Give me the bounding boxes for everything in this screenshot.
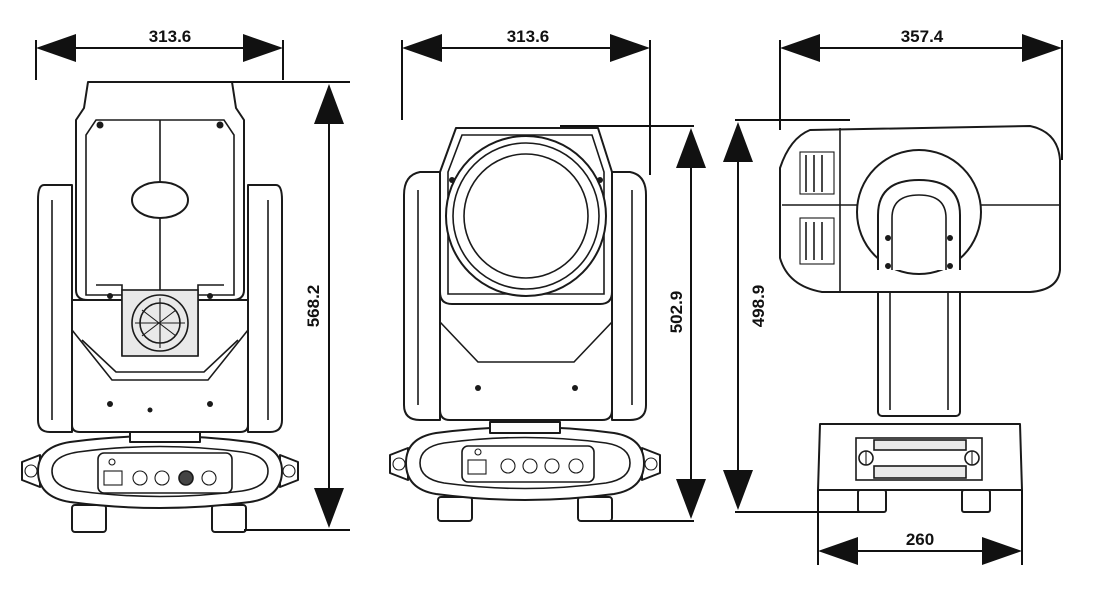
side-width-label: 357.4: [901, 27, 944, 46]
side-vent: [799, 151, 835, 265]
side-width-dimension: 357.4: [779, 27, 1063, 160]
back-height-dimension: 502.9: [560, 125, 706, 522]
front-width-dimension: 313.6: [35, 27, 284, 80]
side-height-dimension: 498.9: [723, 119, 860, 513]
back-base: [389, 426, 661, 522]
back-view: [389, 127, 661, 522]
back-width-dimension: 313.6: [401, 27, 651, 175]
front-base: [21, 435, 299, 533]
side-view: [779, 125, 1061, 513]
back-height-label: 502.9: [667, 291, 686, 334]
front-width-label: 313.6: [149, 27, 192, 46]
side-base-dimension: 260: [817, 490, 1023, 565]
front-height-dimension: 568.2: [180, 81, 350, 531]
side-height-label: 498.9: [749, 285, 768, 328]
back-width-label: 313.6: [507, 27, 550, 46]
front-height-label: 568.2: [304, 285, 323, 328]
front-view: [21, 81, 299, 533]
side-base-label: 260: [906, 530, 934, 549]
